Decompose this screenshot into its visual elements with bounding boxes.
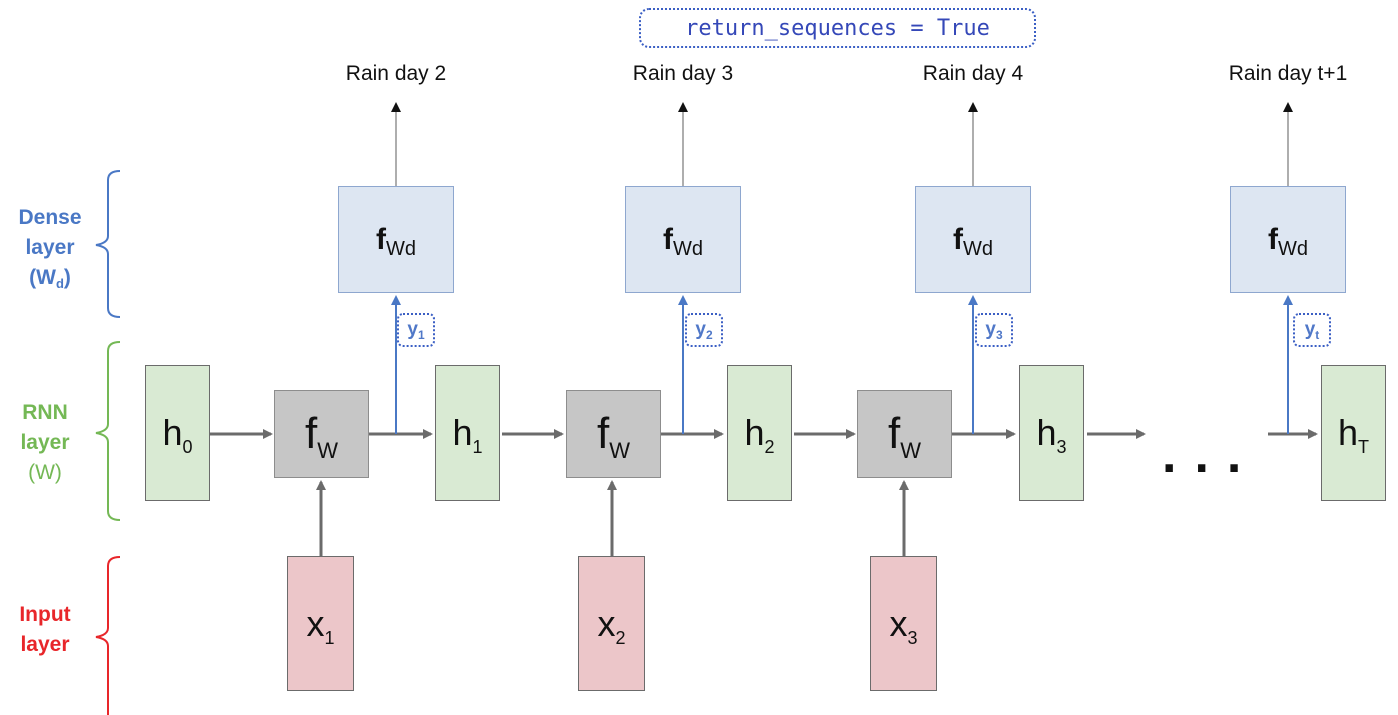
hidden-state-0-symbol: h0 bbox=[162, 412, 193, 458]
dense-label-line1: Dense bbox=[18, 206, 82, 229]
dense-label-line2: layer bbox=[25, 236, 75, 259]
output-label-2: Rain day 3 bbox=[632, 62, 734, 85]
dense-cell-4-symbol: fWd bbox=[1268, 222, 1308, 260]
hidden-state-T: hT bbox=[1321, 365, 1386, 501]
return-sequences-annotation: return_sequences = True bbox=[639, 8, 1036, 48]
hidden-state-3: h3 bbox=[1019, 365, 1084, 501]
input-3-symbol: x3 bbox=[889, 602, 918, 648]
input-2: x2 bbox=[578, 556, 645, 691]
dense-label-w: (W bbox=[29, 266, 56, 289]
rnn-bracket bbox=[95, 341, 121, 521]
dense-cell-4: fWd bbox=[1230, 186, 1346, 293]
dense-bracket bbox=[95, 170, 121, 318]
hidden-state-1-symbol: h1 bbox=[452, 412, 483, 458]
rnn-label-line3: (W) bbox=[28, 461, 62, 484]
dense-cell-3: fWd bbox=[915, 186, 1031, 293]
hidden-state-2-symbol: h2 bbox=[744, 412, 775, 458]
dense-cell-3-symbol: fWd bbox=[953, 222, 993, 260]
rnn-cell-2-symbol: fW bbox=[597, 409, 630, 463]
output-label-1: Rain day 2 bbox=[345, 62, 447, 85]
hidden-state-0: h0 bbox=[145, 365, 210, 501]
sequence-ellipsis: ... bbox=[1162, 426, 1260, 484]
hidden-state-3-symbol: h3 bbox=[1036, 412, 1067, 458]
rnn-cell-3-symbol: fW bbox=[888, 409, 921, 463]
hidden-state-2: h2 bbox=[727, 365, 792, 501]
dense-label-w-sub: d bbox=[55, 276, 64, 291]
input-1: x1 bbox=[287, 556, 354, 691]
dense-layer-label: Dense layer (Wd) bbox=[8, 203, 92, 295]
input-1-symbol: x1 bbox=[306, 602, 335, 648]
return-sequences-text: return_sequences = True bbox=[685, 15, 990, 41]
dense-cell-2-symbol: fWd bbox=[663, 222, 703, 260]
dense-cell-1: fWd bbox=[338, 186, 454, 293]
dense-cell-1-symbol: fWd bbox=[376, 222, 416, 260]
input-bracket bbox=[95, 556, 121, 715]
rnn-label-line1: RNN bbox=[22, 401, 68, 424]
input-2-symbol: x2 bbox=[597, 602, 626, 648]
rnn-label-line2: layer bbox=[20, 431, 70, 454]
output-label-4: Rain day t+1 bbox=[1228, 62, 1348, 85]
rnn-cell-1: fW bbox=[274, 390, 369, 478]
hidden-state-T-symbol: hT bbox=[1337, 412, 1370, 458]
dense-label-close: ) bbox=[63, 266, 71, 289]
input-label-line1: Input bbox=[19, 603, 71, 626]
dense-label-line3: (Wd) bbox=[8, 263, 92, 295]
rnn-cell-1-symbol: fW bbox=[305, 409, 338, 463]
rnn-layer-label: RNN layer (W) bbox=[10, 398, 80, 488]
input-3: x3 bbox=[870, 556, 937, 691]
rnn-cell-2: fW bbox=[566, 390, 661, 478]
rnn-cell-3: fW bbox=[857, 390, 952, 478]
hidden-state-1: h1 bbox=[435, 365, 500, 501]
input-label-line2: layer bbox=[20, 633, 70, 656]
dense-cell-2: fWd bbox=[625, 186, 741, 293]
input-layer-label: Input layer bbox=[10, 600, 80, 660]
output-label-3: Rain day 4 bbox=[922, 62, 1024, 85]
